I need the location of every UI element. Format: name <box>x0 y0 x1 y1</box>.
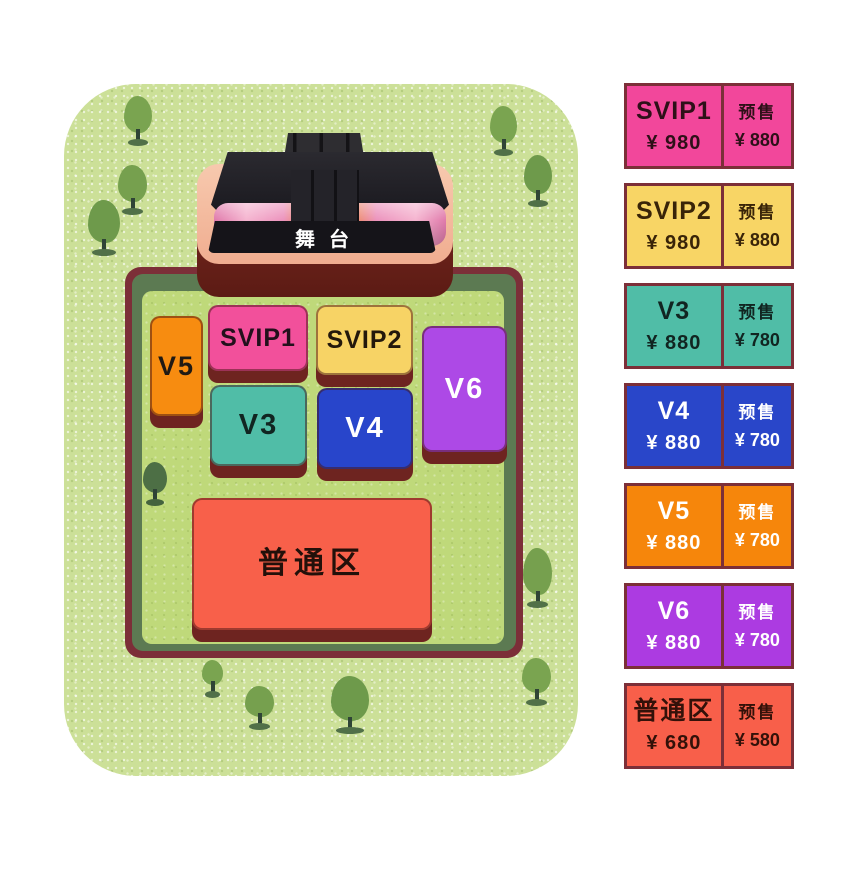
presale-price: ¥ 780 <box>734 629 780 650</box>
section-v5-label: V5 <box>157 350 196 381</box>
presale-label: 预售 <box>738 302 777 322</box>
tree <box>522 548 553 608</box>
legend-section-name: 普通区 <box>633 697 715 725</box>
section-general[interactable]: 普通区 <box>192 498 432 630</box>
tree <box>117 165 148 215</box>
legend-section-name: SVIP2 <box>635 197 712 225</box>
tree <box>521 658 552 706</box>
legend-svip1-presale: 预售 ¥ 880 <box>724 86 791 166</box>
section-svip2[interactable]: SVIP2 <box>316 305 413 375</box>
presale-label: 预售 <box>738 502 777 522</box>
legend-svip2-presale: 预售 ¥ 880 <box>724 186 791 266</box>
legend-svip1-main: SVIP1 ¥ 980 <box>627 86 724 166</box>
section-v4[interactable]: V4 <box>317 388 413 469</box>
tree <box>201 660 224 698</box>
presale-price: ¥ 780 <box>734 529 780 550</box>
section-general-label: 普通区 <box>258 547 366 580</box>
legend-row-v5[interactable]: V5 ¥ 880 预售 ¥ 780 <box>624 483 794 569</box>
presale-price: ¥ 580 <box>734 729 780 750</box>
legend-price: ¥ 880 <box>646 332 702 354</box>
presale-price: ¥ 780 <box>734 329 780 350</box>
section-v3-label: V3 <box>238 409 279 441</box>
presale-price: ¥ 880 <box>734 229 780 250</box>
presale-label: 预售 <box>738 702 777 722</box>
legend-row-v3[interactable]: V3 ¥ 880 预售 ¥ 780 <box>624 283 794 369</box>
legend-price: ¥ 880 <box>646 432 702 454</box>
tree <box>87 200 121 256</box>
legend-v5-main: V5 ¥ 880 <box>627 486 724 566</box>
legend-v4-presale: 预售 ¥ 780 <box>724 386 791 466</box>
section-v6[interactable]: V6 <box>422 326 507 452</box>
stage: 舞台 <box>208 221 436 253</box>
price-legend: SVIP1 ¥ 980 预售 ¥ 880 SVIP2 ¥ 980 预售 ¥ 88… <box>624 83 794 783</box>
tree <box>244 686 275 730</box>
legend-v5-presale: 预售 ¥ 780 <box>724 486 791 566</box>
legend-row-v6[interactable]: V6 ¥ 880 预售 ¥ 780 <box>624 583 794 669</box>
legend-section-name: V5 <box>657 497 691 525</box>
legend-price: ¥ 980 <box>646 132 702 154</box>
stage-label: 舞台 <box>295 228 363 251</box>
legend-svip2-main: SVIP2 ¥ 980 <box>627 186 724 266</box>
legend-section-name: V4 <box>657 397 691 425</box>
legend-row-svip1[interactable]: SVIP1 ¥ 980 预售 ¥ 880 <box>624 83 794 169</box>
legend-v6-presale: 预售 ¥ 780 <box>724 586 791 666</box>
tree <box>489 106 518 156</box>
legend-section-name: V3 <box>657 297 691 325</box>
tree <box>329 676 371 734</box>
legend-row-svip2[interactable]: SVIP2 ¥ 980 预售 ¥ 880 <box>624 183 794 269</box>
section-svip1-label: SVIP1 <box>220 323 296 352</box>
section-v4-label: V4 <box>345 412 385 444</box>
tree <box>142 462 168 506</box>
presale-label: 预售 <box>738 202 777 222</box>
presale-price: ¥ 780 <box>734 429 780 450</box>
legend-v4-main: V4 ¥ 880 <box>627 386 724 466</box>
legend-section-name: SVIP1 <box>635 97 712 125</box>
legend-v3-presale: 预售 ¥ 780 <box>724 286 791 366</box>
tree <box>523 155 553 207</box>
section-svip2-label: SVIP2 <box>326 325 403 354</box>
presale-label: 预售 <box>738 602 777 622</box>
legend-general-main: 普通区 ¥ 680 <box>627 686 724 766</box>
presale-label: 预售 <box>738 102 777 122</box>
legend-price: ¥ 680 <box>646 732 702 754</box>
legend-general-presale: 预售 ¥ 580 <box>724 686 791 766</box>
legend-v3-main: V3 ¥ 880 <box>627 286 724 366</box>
legend-row-v4[interactable]: V4 ¥ 880 预售 ¥ 780 <box>624 383 794 469</box>
legend-price: ¥ 880 <box>646 632 702 654</box>
section-svip1[interactable]: SVIP1 <box>208 305 308 371</box>
legend-row-general[interactable]: 普通区 ¥ 680 预售 ¥ 580 <box>624 683 794 769</box>
legend-section-name: V6 <box>657 597 691 625</box>
legend-price: ¥ 880 <box>646 532 702 554</box>
legend-v6-main: V6 ¥ 880 <box>627 586 724 666</box>
presale-label: 预售 <box>738 402 777 422</box>
section-v5[interactable]: V5 <box>150 316 203 416</box>
legend-price: ¥ 980 <box>646 232 702 254</box>
tree <box>123 96 153 146</box>
section-v6-label: V6 <box>444 372 485 405</box>
section-v3[interactable]: V3 <box>210 385 307 466</box>
presale-price: ¥ 880 <box>734 129 780 150</box>
